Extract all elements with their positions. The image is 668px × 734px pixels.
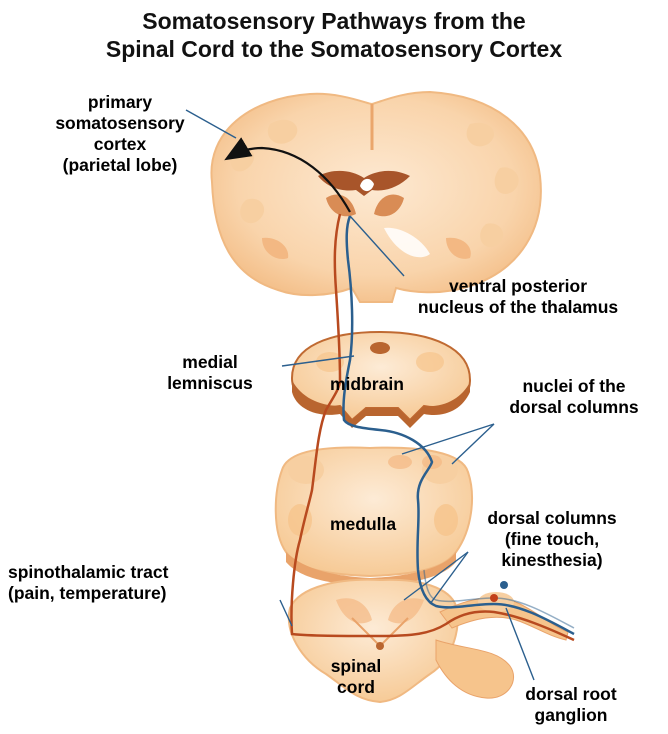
cerebrum-section xyxy=(211,92,540,302)
label-medial-lemniscus: medial lemniscus xyxy=(150,352,270,394)
label-dorsal-root-ganglion: dorsal root ganglion xyxy=(496,684,646,726)
title-line-2: Spinal Cord to the Somatosensory Cortex xyxy=(0,36,668,63)
label-spinothalamic-tract: spinothalamic tract (pain, temperature) xyxy=(8,562,168,604)
label-medulla: medulla xyxy=(330,514,396,535)
label-spinal-cord: spinal cord xyxy=(318,656,394,698)
label-nuclei-of-dorsal-columns: nuclei of the dorsal columns xyxy=(484,376,664,418)
title-line-1: Somatosensory Pathways from the xyxy=(0,8,668,35)
leader-nuclei-dc-1 xyxy=(402,424,494,454)
label-midbrain: midbrain xyxy=(330,374,404,395)
label-dorsal-columns: dorsal columns (fine touch, kinesthesia) xyxy=(454,508,650,571)
leader-nuclei-dc-2 xyxy=(452,424,494,464)
label-ventral-posterior-nucleus: ventral posterior nucleus of the thalamu… xyxy=(368,276,668,318)
label-primary-somatosensory-cortex: primary somatosensory cortex (parietal l… xyxy=(38,92,202,176)
